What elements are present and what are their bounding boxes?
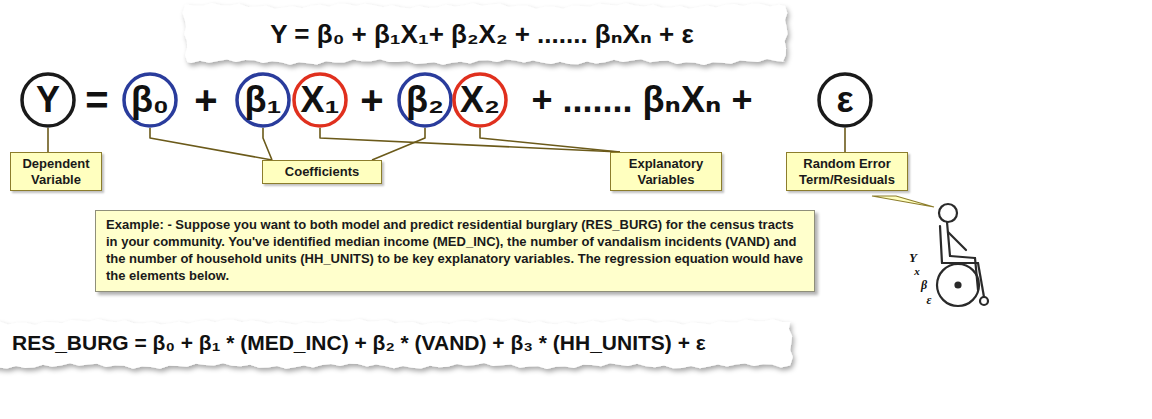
callout-leader bbox=[150, 128, 272, 160]
callout-text: Dependent Variable bbox=[15, 156, 97, 187]
equation-term: + ....... βₙXₙ + bbox=[532, 79, 753, 120]
variable-circle: X₁ bbox=[292, 72, 348, 128]
symbol-text: β₁ bbox=[245, 82, 282, 118]
circle-ring bbox=[237, 74, 289, 126]
circle-ring bbox=[22, 74, 74, 126]
callout-leader bbox=[372, 128, 425, 160]
circle-ring bbox=[294, 74, 346, 126]
figure-letter: β bbox=[921, 279, 927, 293]
dependent-circle: Y bbox=[20, 72, 76, 128]
callout-box: Dependent Variable bbox=[10, 152, 102, 191]
callout-leader bbox=[844, 128, 846, 152]
figure-head bbox=[939, 204, 957, 222]
symbol-text: ε bbox=[836, 82, 853, 118]
symbol-text: X₂ bbox=[460, 82, 500, 118]
figure-letter: x bbox=[914, 265, 920, 278]
wheel-hub bbox=[956, 283, 961, 288]
symbol-text: β₂ bbox=[406, 82, 444, 118]
callout-box: Random Error Term/Residuals bbox=[786, 152, 908, 191]
chair-frame bbox=[978, 263, 984, 297]
variable-circle: X₂ bbox=[452, 72, 508, 128]
coefficient-circle: β₂ bbox=[397, 72, 453, 128]
circle-ring bbox=[819, 74, 871, 126]
chair-wheel bbox=[937, 264, 979, 306]
circle-ring bbox=[399, 74, 451, 126]
callout-box: Coefficients bbox=[262, 160, 382, 184]
coefficient-circle: β₁ bbox=[235, 72, 291, 128]
callout-box: Explanatory Variables bbox=[610, 152, 722, 191]
torn-paper bbox=[0, 319, 793, 369]
symbol-text: β₀ bbox=[131, 82, 169, 118]
symbol-text: X₁ bbox=[301, 82, 340, 118]
circle-ring bbox=[454, 74, 506, 126]
torn-paper bbox=[183, 3, 788, 65]
operator-sign: = bbox=[85, 77, 108, 123]
error-circle: ε bbox=[817, 72, 873, 128]
callout-leader bbox=[47, 128, 49, 152]
figure-arm bbox=[948, 232, 966, 250]
symbol-text: Y bbox=[36, 82, 60, 118]
wheelchair-figure bbox=[937, 204, 988, 306]
operator-sign: + bbox=[194, 77, 217, 123]
callout-text: Explanatory Variables bbox=[615, 156, 717, 187]
regression-equation: RES_BURG = β₀ + β₁ * (MED_INC) + β₂ * (V… bbox=[12, 331, 706, 355]
callout-leader bbox=[320, 128, 620, 152]
callout-leader bbox=[263, 128, 272, 160]
chair-caster bbox=[980, 297, 988, 305]
figure-letter: ε bbox=[927, 294, 932, 308]
example-box: Example: - Suppose you want to both mode… bbox=[95, 210, 815, 292]
equation-heading: Y = β₀ + β₁X₁+ β₂X₂ + ....... βₙXₙ + ε bbox=[270, 20, 693, 50]
circle-ring bbox=[124, 74, 176, 126]
figure-torso bbox=[947, 222, 950, 256]
callout-leader bbox=[480, 128, 620, 152]
chair-back bbox=[940, 226, 942, 263]
figure-thigh bbox=[950, 256, 975, 258]
coefficient-circle: β₀ bbox=[122, 72, 178, 128]
callout-pointer bbox=[872, 196, 934, 207]
callout-text: Coefficients bbox=[267, 164, 377, 180]
figure-letter: Y bbox=[909, 251, 917, 266]
callout-text: Example: - Suppose you want to both mode… bbox=[106, 217, 804, 285]
operator-sign: + bbox=[360, 77, 383, 123]
callout-text: Random Error Term/Residuals bbox=[791, 156, 903, 187]
